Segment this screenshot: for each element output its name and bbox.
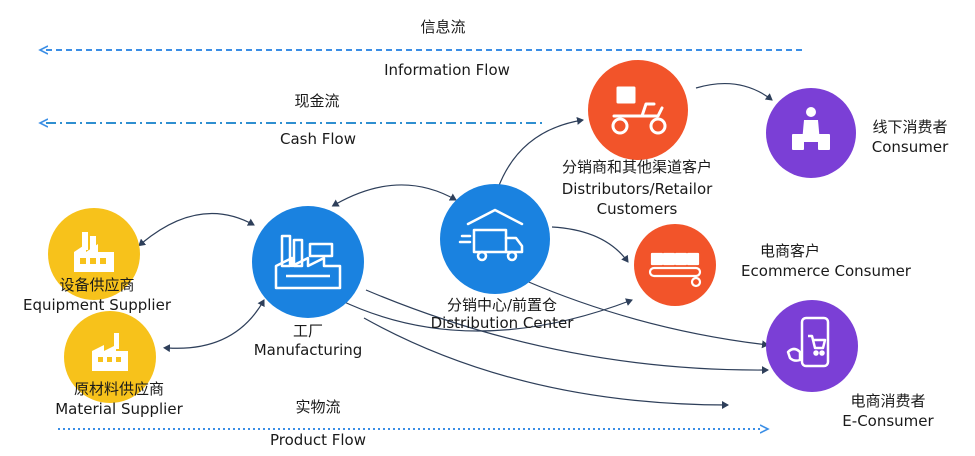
- manufacturing-en-label: Manufacturing: [253, 341, 363, 359]
- offline-consumer-en-label: Consumer: [871, 138, 949, 156]
- information-flow-zh-label: 信息流: [420, 18, 466, 36]
- equipment-supplier-zh-label: 设备供应商: [59, 276, 135, 294]
- factory-building-icon: [274, 234, 342, 290]
- connector-distribution-ecommerce: [551, 226, 629, 263]
- connector-manufacturing-product: [363, 317, 729, 409]
- distribution-center-en-label: Distribution Center: [430, 314, 574, 332]
- distribution-center-node: [440, 184, 550, 294]
- delivery-truck-icon: [458, 208, 524, 262]
- offline-consumer-zh-label: 线下消费者: [872, 118, 948, 136]
- equipment-supplier-en-label: Equipment Supplier: [23, 296, 171, 314]
- e-consumer-en-label: E-Consumer: [842, 412, 934, 430]
- information-flow-en-label: Information Flow: [384, 61, 510, 79]
- conveyor-icon: [648, 252, 702, 288]
- connector-equipment-manufacturing: [138, 212, 255, 247]
- material-supplier-node: [64, 311, 156, 403]
- offline-consumer-node: [766, 88, 856, 178]
- product-flow-en-label: Product Flow: [270, 431, 366, 449]
- connector-distribution-distributors: [497, 116, 584, 189]
- distributors-zh-label: 分销商和其他渠道客户: [561, 158, 713, 176]
- product-flow-zh-label: 实物流: [295, 398, 341, 416]
- cash-flow-en-label: Cash Flow: [280, 130, 356, 148]
- material-supplier-zh-label: 原材料供应商: [73, 380, 165, 398]
- manufacturing-zh-label: 工厂: [292, 322, 324, 340]
- ecommerce-customer-zh-label: 电商客户: [759, 242, 821, 260]
- material-supplier-en-label: Material Supplier: [55, 400, 183, 418]
- warehouse-icon: [92, 333, 128, 371]
- e-consumer-zh-label: 电商消费者: [850, 392, 926, 410]
- equipment-supplier-node: [48, 208, 140, 300]
- connector-distributors-consumer: [695, 83, 773, 101]
- shopping-bags-icon: [792, 107, 830, 150]
- factory-icon: [74, 232, 114, 272]
- distributors-en1-label: Distributors/Retailor: [561, 180, 713, 198]
- connector-manufacturing-econsumer: [365, 289, 769, 375]
- distributors-en2-label: Customers: [596, 200, 678, 218]
- connector-manufacturing-distribution: [331, 184, 457, 207]
- mobile-shopping-icon: [786, 316, 830, 368]
- scooter-delivery-icon: [611, 86, 667, 135]
- cash-flow-zh-label: 现金流: [294, 92, 340, 110]
- ecommerce-customer-node: [634, 224, 716, 306]
- ecommerce-customer-en-label: Ecommerce Consumer: [741, 262, 911, 280]
- distributors-node: [588, 60, 688, 160]
- distribution-center-zh-label: 分销中心/前置仓: [446, 296, 558, 314]
- manufacturing-node: [252, 206, 364, 318]
- connector-distribution-econsumer: [523, 279, 769, 349]
- connector-manufacturing-ecommerce: [339, 298, 633, 332]
- connector-material-manufacturing: [163, 299, 265, 353]
- e-consumer-node: [766, 300, 858, 392]
